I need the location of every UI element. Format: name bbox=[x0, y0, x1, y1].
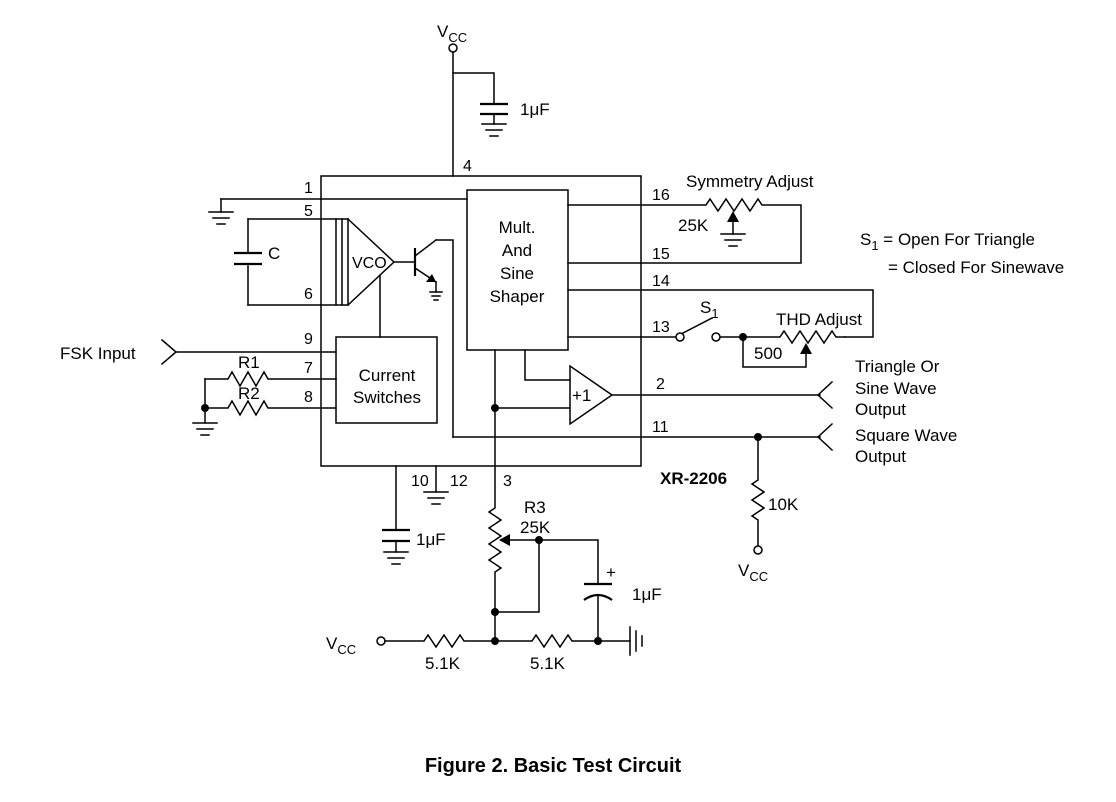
chip-name: XR-2206 bbox=[660, 469, 727, 488]
pin-3: 3 bbox=[503, 473, 512, 490]
pin-9: 9 bbox=[304, 331, 313, 348]
thd-pot-label: 500 bbox=[754, 344, 782, 363]
pin-6: 6 bbox=[304, 286, 313, 303]
svg-text:Mult.: Mult. bbox=[499, 218, 536, 237]
cap-right-1uf bbox=[583, 582, 613, 642]
buffer-amplifier: +1 bbox=[569, 364, 614, 426]
svg-text:VCC: VCC bbox=[437, 22, 467, 45]
ground-symbol bbox=[423, 491, 449, 505]
cap-top-label: 1μF bbox=[520, 100, 550, 119]
timing-capacitor bbox=[234, 251, 262, 266]
sym-pot-label: 25K bbox=[678, 216, 709, 235]
vco-block: VCO bbox=[335, 217, 396, 307]
cap-top-1uf bbox=[480, 102, 508, 125]
cap-bottom-label: 1μF bbox=[416, 530, 446, 549]
pin-14: 14 bbox=[652, 273, 670, 290]
sym-adjust-label: Symmetry Adjust bbox=[686, 172, 814, 191]
transistor bbox=[393, 238, 454, 438]
pin-11: 11 bbox=[652, 419, 669, 436]
s1-notes: S1 = Open For Triangle = Closed For Sine… bbox=[860, 230, 1064, 277]
r3-label: R3 bbox=[524, 498, 546, 517]
ground-symbol bbox=[208, 211, 234, 225]
svg-text:S1: S1 bbox=[700, 298, 719, 321]
s1-label: S1 bbox=[700, 298, 719, 321]
svg-text:Sine: Sine bbox=[500, 264, 534, 283]
r-left-label: 5.1K bbox=[425, 654, 461, 673]
pin-15: 15 bbox=[652, 246, 670, 263]
r3-value-label: 25K bbox=[520, 518, 551, 537]
ground-symbol bbox=[481, 123, 507, 137]
vco-label: VCO bbox=[352, 255, 387, 272]
figure-caption: Figure 2. Basic Test Circuit bbox=[425, 755, 682, 777]
cap-plus-label: + bbox=[606, 563, 616, 582]
r-right-label: 5.1K bbox=[530, 654, 566, 673]
vcc-bias: VCC bbox=[326, 634, 386, 657]
thd-adjust-label: THD Adjust bbox=[776, 310, 862, 329]
r2-label: R2 bbox=[238, 384, 260, 403]
vcc-pullup: VCC bbox=[738, 561, 768, 584]
svg-text:S1 = Open For Triangle: S1 = Open For Triangle bbox=[860, 230, 1035, 253]
svg-text:And: And bbox=[502, 241, 532, 260]
cap-c-label: C bbox=[268, 244, 280, 263]
pin-10: 10 bbox=[411, 473, 429, 490]
r1-label: R1 bbox=[238, 353, 260, 372]
pin-8: 8 bbox=[304, 389, 313, 406]
pin-2: 2 bbox=[656, 376, 665, 393]
svg-text:Shaper: Shaper bbox=[490, 287, 545, 306]
pin-4: 4 bbox=[463, 158, 472, 175]
svg-text:Output: Output bbox=[855, 400, 906, 419]
vcc-top: VCC bbox=[437, 22, 467, 53]
pin-12: 12 bbox=[450, 473, 468, 490]
svg-text:Triangle Or: Triangle Or bbox=[855, 357, 940, 376]
svg-text:VCC: VCC bbox=[738, 561, 768, 584]
current-switches-block: Current Switches bbox=[335, 336, 438, 424]
pin-16: 16 bbox=[652, 187, 670, 204]
pin-1: 1 bbox=[304, 180, 313, 197]
svg-text:Square Wave: Square Wave bbox=[855, 426, 957, 445]
fsk-input-label: FSK Input bbox=[60, 344, 136, 363]
cap-right-label: 1μF bbox=[632, 585, 662, 604]
buffer-label: +1 bbox=[572, 386, 591, 405]
pin-7: 7 bbox=[304, 360, 313, 377]
triangle-output-label: Triangle Or Sine Wave Output bbox=[855, 357, 940, 419]
svg-text:Current: Current bbox=[359, 366, 416, 385]
svg-text:VCC: VCC bbox=[326, 634, 356, 657]
cap-bottom-1uf bbox=[382, 528, 410, 553]
svg-text:= Closed For Sinewave: = Closed For Sinewave bbox=[888, 258, 1064, 277]
r-pullup-label: 10K bbox=[768, 495, 799, 514]
ground-symbol bbox=[383, 551, 409, 565]
ic-outline bbox=[320, 175, 642, 467]
pin-5: 5 bbox=[304, 203, 313, 220]
mult-sine-shaper-block: Mult. And Sine Shaper bbox=[466, 189, 569, 351]
svg-text:Output: Output bbox=[855, 447, 906, 466]
svg-text:Switches: Switches bbox=[353, 388, 421, 407]
square-output-label: Square Wave Output bbox=[855, 426, 957, 466]
ground-symbol bbox=[192, 422, 218, 436]
pin-13: 13 bbox=[652, 319, 670, 336]
svg-text:Sine Wave: Sine Wave bbox=[855, 379, 937, 398]
